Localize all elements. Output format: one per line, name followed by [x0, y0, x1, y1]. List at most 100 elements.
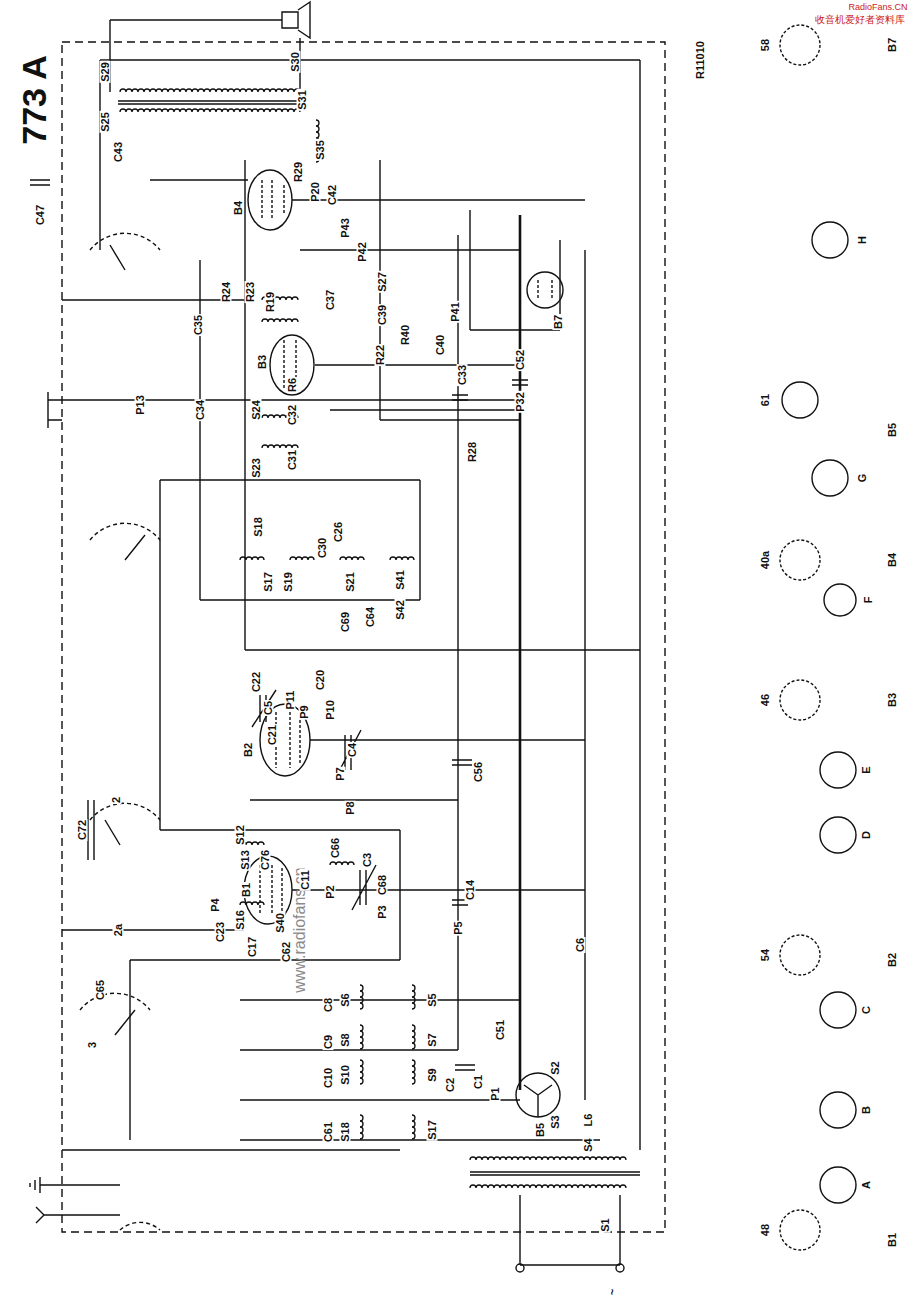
- component-label: R40: [400, 324, 411, 346]
- component-label: A: [861, 1180, 872, 1190]
- coil-symbol: [360, 985, 363, 1009]
- component-label: C4: [347, 742, 358, 758]
- mains-plug: [520, 1195, 620, 1265]
- coil-unit-diagram: [820, 1167, 856, 1203]
- wire: [130, 160, 560, 1140]
- coil-symbol: [390, 557, 414, 560]
- component-label: S13: [240, 849, 251, 871]
- component-label: C72: [77, 819, 88, 841]
- coil-symbol: [340, 557, 364, 560]
- component-label: C56: [473, 761, 484, 783]
- component-label: C35: [193, 314, 204, 336]
- component-label: 61: [760, 393, 771, 407]
- component-label: S10: [340, 1064, 351, 1086]
- component-label: R22: [375, 344, 386, 366]
- component-label: C66: [330, 837, 341, 859]
- component-label: S29: [100, 61, 111, 83]
- component-label: C32: [287, 404, 298, 426]
- coil-symbol: [360, 1115, 363, 1139]
- component-label: P3: [377, 904, 388, 919]
- component-label: F: [863, 596, 874, 605]
- socket-diagram: [780, 680, 820, 720]
- component-label: R23: [245, 281, 256, 303]
- component-label: S3: [550, 1114, 561, 1129]
- component-label: B7: [887, 37, 898, 53]
- component-label: S12: [235, 824, 246, 846]
- component-label: C39: [377, 304, 388, 326]
- ht-rail: [519, 215, 522, 1090]
- plug-pin: [616, 1264, 624, 1272]
- coil-symbol: [360, 1025, 363, 1049]
- component-label: C31: [287, 449, 298, 471]
- speaker-symbol: [282, 2, 310, 38]
- coil-symbol: [120, 109, 300, 112]
- wire: [110, 20, 300, 92]
- component-label: E: [861, 765, 872, 774]
- component-label: P8: [345, 800, 356, 815]
- component-label: C52: [515, 349, 526, 371]
- wave-switch: [80, 233, 160, 1230]
- component-label: C47: [35, 204, 46, 226]
- component-label: C40: [435, 334, 446, 356]
- component-label: B7: [553, 314, 564, 330]
- component-label: 2a: [113, 923, 124, 937]
- coil-unit-diagram: [812, 460, 848, 496]
- component-label: P9: [299, 704, 310, 719]
- component-label: R6: [287, 377, 298, 393]
- component-label: S23: [251, 457, 262, 479]
- coil-symbol: [240, 557, 264, 560]
- earth-symbol: [30, 1177, 62, 1193]
- component-label: C21: [267, 724, 278, 746]
- socket-diagram: [780, 25, 820, 65]
- coil-symbol: [412, 1060, 415, 1084]
- component-label: C5: [263, 700, 274, 716]
- component-label: S41: [395, 569, 406, 591]
- component-label: C23: [215, 921, 226, 943]
- component-label: C2: [445, 1077, 456, 1093]
- component-label: C8: [323, 997, 334, 1013]
- component-label: S17: [427, 1119, 438, 1141]
- component-label: S30: [290, 51, 301, 73]
- socket-diagram: [780, 540, 820, 580]
- component-label: S4: [583, 1137, 594, 1152]
- component-label: P2: [325, 884, 336, 899]
- rectifier-electrodes: [524, 1085, 552, 1117]
- component-label: S8: [340, 1032, 351, 1047]
- component-label: S1: [600, 1217, 611, 1232]
- coil-symbol: [290, 557, 314, 560]
- component-label: S6: [340, 992, 351, 1007]
- component-label: C14: [465, 879, 476, 901]
- component-label: R28: [467, 441, 478, 463]
- component-label: C6: [575, 937, 586, 953]
- component-label: P1: [490, 1086, 501, 1101]
- coil-symbol: [330, 862, 354, 865]
- component-label: S7: [427, 1032, 438, 1047]
- coil-symbol: [412, 1025, 415, 1049]
- component-label: C9: [323, 1034, 334, 1050]
- model-title: 773 A: [17, 55, 51, 144]
- component-label: R29: [293, 161, 304, 183]
- coil-symbol: [470, 1185, 626, 1188]
- coil-symbol: [470, 1157, 626, 1160]
- component-label: B2: [243, 742, 254, 758]
- component-label: C1: [473, 1074, 484, 1090]
- component-label: C33: [457, 364, 468, 386]
- antenna-symbol: [36, 1207, 62, 1223]
- pickup-symbol: [48, 392, 62, 428]
- coil-unit-diagram: [820, 992, 856, 1028]
- component-label: ~: [607, 1288, 618, 1296]
- socket-diagram: [780, 935, 820, 975]
- component-label: 3: [87, 1041, 98, 1049]
- wire: [62, 60, 640, 1215]
- coil-unit-diagram: [812, 222, 848, 258]
- component-label: C30: [317, 537, 328, 559]
- component-label: R24: [221, 281, 232, 303]
- component-label: C: [861, 1005, 872, 1015]
- component-label: P4: [210, 897, 221, 912]
- component-label: S17: [263, 571, 274, 593]
- tube-symbol: [248, 170, 292, 230]
- coil-unit-diagram: [820, 752, 856, 788]
- component-label: L6: [583, 1113, 594, 1128]
- component-label: C11: [300, 869, 311, 891]
